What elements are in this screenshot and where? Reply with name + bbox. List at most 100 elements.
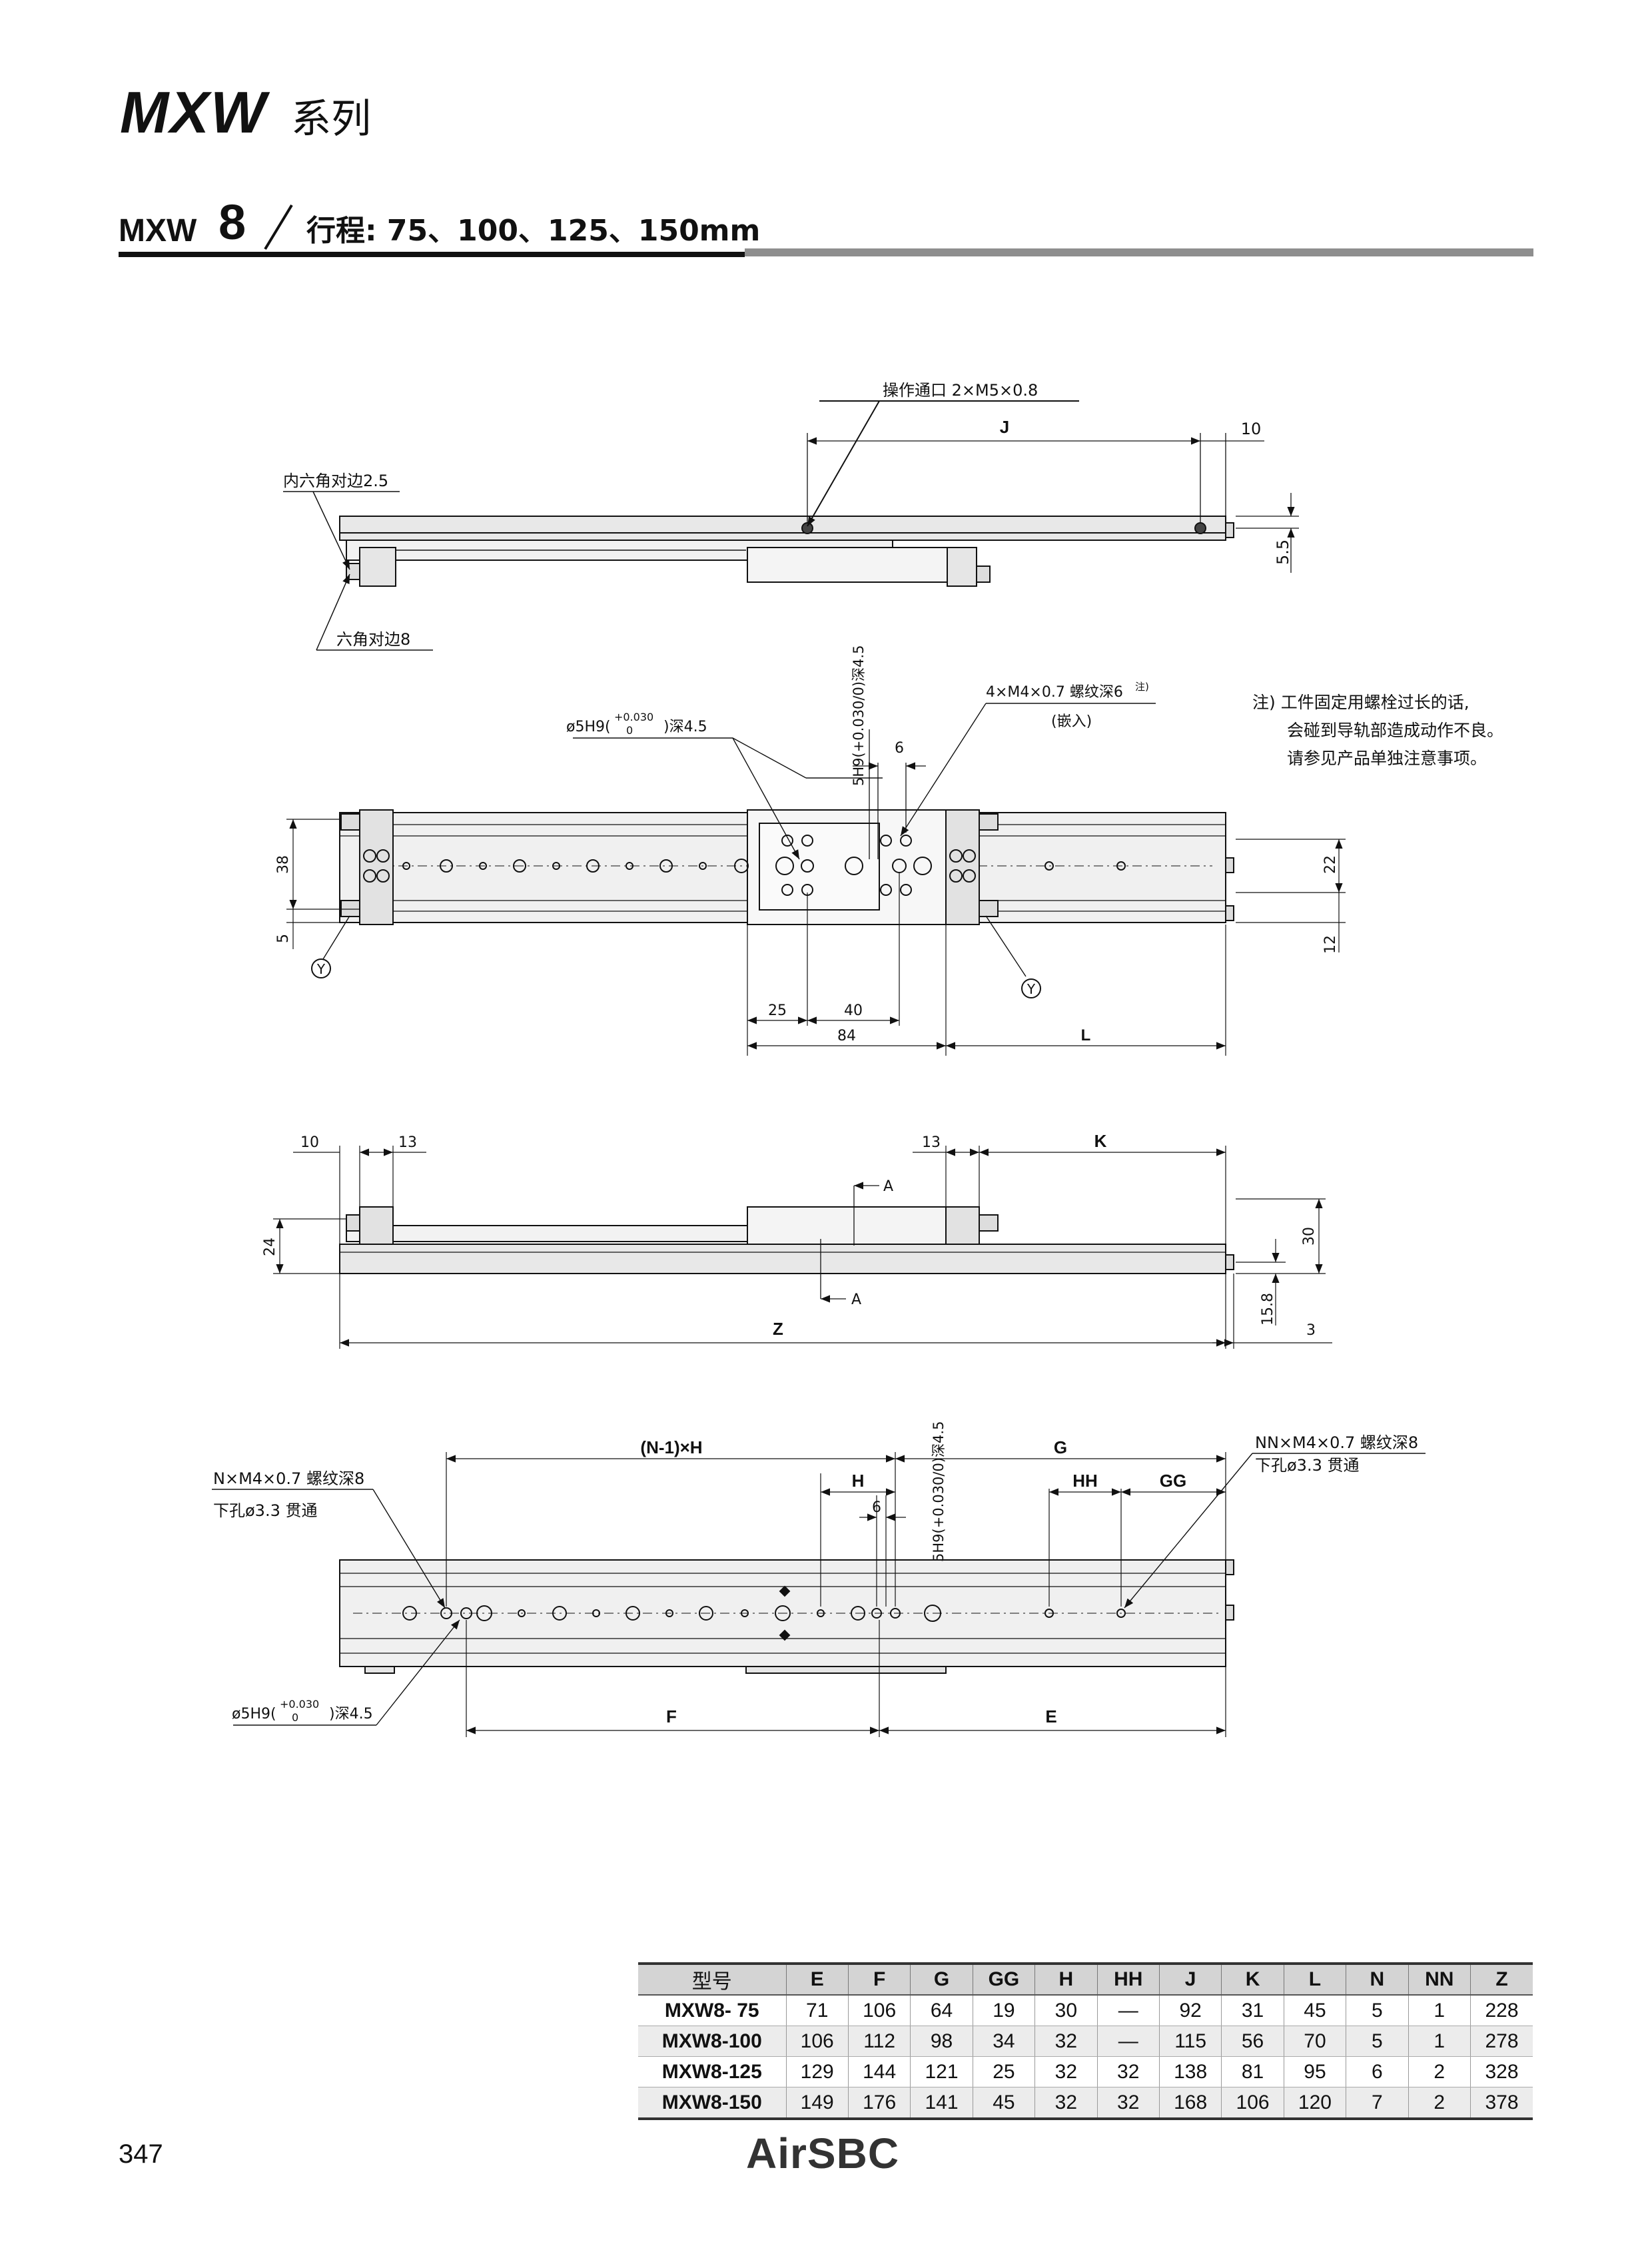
table-header-cell: E <box>785 1962 849 1996</box>
table-cell: 2 <box>1408 2087 1471 2120</box>
table-cell: — <box>1096 1995 1160 2026</box>
table-cell: 168 <box>1158 2087 1222 2120</box>
table-cell: 32 <box>1034 2026 1098 2057</box>
mounting-note: 注) 工件固定用螺栓过长的话, 会碰到导轨部造成动作不良。 请参见产品单独注意事… <box>1252 689 1503 773</box>
side-view <box>273 1146 1332 1349</box>
table-cell: 328 <box>1469 2056 1533 2087</box>
dim-24: 24 <box>262 1238 278 1256</box>
table-cell: 115 <box>1158 2026 1222 2057</box>
table-cell: 64 <box>910 1995 973 2026</box>
table-cell: 71 <box>785 1995 849 2026</box>
series-title: MXW 系列 <box>120 79 371 145</box>
table-cell: 106 <box>785 2026 849 2057</box>
table-cell: 30 <box>1034 1995 1098 2026</box>
hex-socket-label: 内六角对边2.5 <box>283 472 388 490</box>
table-cell: 81 <box>1221 2056 1284 2087</box>
section-a-top: A <box>883 1178 893 1195</box>
table-header-cell: G <box>910 1962 973 1996</box>
pin-hole-tol-upper: +0.030 <box>614 711 653 723</box>
table-cell: 19 <box>972 1995 1035 2026</box>
table-cell: 141 <box>910 2087 973 2120</box>
table-header-cell: F <box>847 1962 911 1996</box>
dim-z: Z <box>773 1319 783 1339</box>
table-cell: — <box>1096 2026 1160 2057</box>
mark-y-left: Y <box>316 961 326 977</box>
table-header-cell: Z <box>1469 1962 1533 1996</box>
dim-gg: GG <box>1160 1471 1186 1491</box>
table-cell: 32 <box>1034 2087 1098 2120</box>
table-cell: 138 <box>1158 2056 1222 2087</box>
pin-tol-upper-bottom: +0.030 <box>280 1698 319 1710</box>
dim-84: 84 <box>837 1028 856 1044</box>
table-cell: 120 <box>1283 2087 1346 2120</box>
note-line-3: 请参见产品单独注意事项。 <box>1287 749 1487 768</box>
table-header-cell: H <box>1034 1962 1098 1996</box>
table-cell: 1 <box>1408 1995 1471 2026</box>
table-cell: 25 <box>972 2056 1035 2087</box>
table-header-cell: L <box>1283 1962 1346 1996</box>
table-cell: 32 <box>1096 2087 1160 2120</box>
table-cell: 5 <box>1346 2026 1409 2057</box>
table-cell: 2 <box>1408 2056 1471 2087</box>
n-thread-label: N×M4×0.7 螺纹深8 <box>213 1469 364 1488</box>
table-header-cell: J <box>1158 1962 1222 1996</box>
pin-label-pre-bottom: ø5H9( <box>232 1706 276 1722</box>
pin-hole-label-post: )深4.5 <box>663 719 707 735</box>
table-cell: 149 <box>785 2087 849 2120</box>
hex-label: 六角对边8 <box>336 630 410 649</box>
table-cell: MXW8-100 <box>638 2026 786 2057</box>
dim-38: 38 <box>275 855 292 874</box>
dimension-table: 型号 E F G GG H HH J K L N NN Z MXW8- 75 7… <box>638 1962 1533 2120</box>
pin-label-post-bottom: )深4.5 <box>329 1706 373 1722</box>
table-cell: 32 <box>1096 2056 1160 2087</box>
table-cell: 92 <box>1158 1995 1222 2026</box>
pin-hole-tol-lower: 0 <box>626 724 633 737</box>
note-line-1: 注) 工件固定用螺栓过长的话, <box>1252 693 1469 712</box>
dim-n-minus-1-h: (N-1)×H <box>640 1437 702 1457</box>
table-cell: 31 <box>1221 1995 1284 2026</box>
table-cell: 112 <box>847 2026 911 2057</box>
table-cell: 176 <box>847 2087 911 2120</box>
brand-logo: AirSBC <box>746 2129 900 2177</box>
table-cell: 228 <box>1469 1995 1533 2026</box>
stroke-label: 行程: 75、100、125、150mm <box>306 214 761 248</box>
table-cell: 98 <box>910 2026 973 2057</box>
pin-hole-label-pre: ø5H9( <box>566 719 611 735</box>
dim-6-plan: 6 <box>895 740 904 757</box>
table-cell: 34 <box>972 2026 1035 2057</box>
dim-40: 40 <box>844 1002 863 1019</box>
slot-label-plan: 5H9(+0.030/0)深4.5 <box>851 645 867 786</box>
dim-l: L <box>1081 1026 1091 1044</box>
dim-13-left: 13 <box>398 1134 417 1151</box>
table-row: MXW8-125 129 144 121 25 32 32 138 81 95 … <box>638 2056 1533 2087</box>
dim-13-right: 13 <box>922 1134 941 1151</box>
dim-22: 22 <box>1322 855 1339 874</box>
thread-note-mark: 注) <box>1135 681 1149 693</box>
series-word: 系列 <box>291 96 372 143</box>
bottom-view <box>212 1452 1426 1737</box>
table-cell: MXW8- 75 <box>638 1995 786 2026</box>
table-row: MXW8-150 149 176 141 45 32 32 168 106 12… <box>638 2087 1533 2120</box>
mark-y-right: Y <box>1027 981 1036 997</box>
table-cell: 5 <box>1346 1995 1409 2026</box>
dim-30: 30 <box>1301 1227 1318 1246</box>
section-a-bottom: A <box>851 1292 861 1308</box>
thread-sub: (嵌入) <box>1051 713 1092 730</box>
table-header-cell: GG <box>972 1962 1035 1996</box>
top-view <box>283 400 1299 651</box>
dim-hh: HH <box>1072 1471 1098 1491</box>
table-header-cell: 型号 <box>638 1962 786 1996</box>
n-thread-sub: 下孔ø3.3 贯通 <box>213 1501 317 1520</box>
slot-label-bottom: 5H9(+0.030/0)深4.5 <box>931 1421 947 1562</box>
dim-f: F <box>666 1706 677 1726</box>
dim-5-5: 5.5 <box>1274 540 1292 565</box>
nn-thread-sub: 下孔ø3.3 贯通 <box>1255 1456 1359 1475</box>
table-cell: 7 <box>1346 2087 1409 2120</box>
table-cell: 6 <box>1346 2056 1409 2087</box>
plan-view <box>286 703 1346 1056</box>
table-cell: 121 <box>910 2056 973 2087</box>
dim-h: H <box>852 1471 865 1491</box>
series-model: MXW <box>120 79 268 145</box>
note-line-2: 会碰到导轨部造成动作不良。 <box>1287 721 1504 740</box>
section-model: MXW <box>119 213 197 248</box>
